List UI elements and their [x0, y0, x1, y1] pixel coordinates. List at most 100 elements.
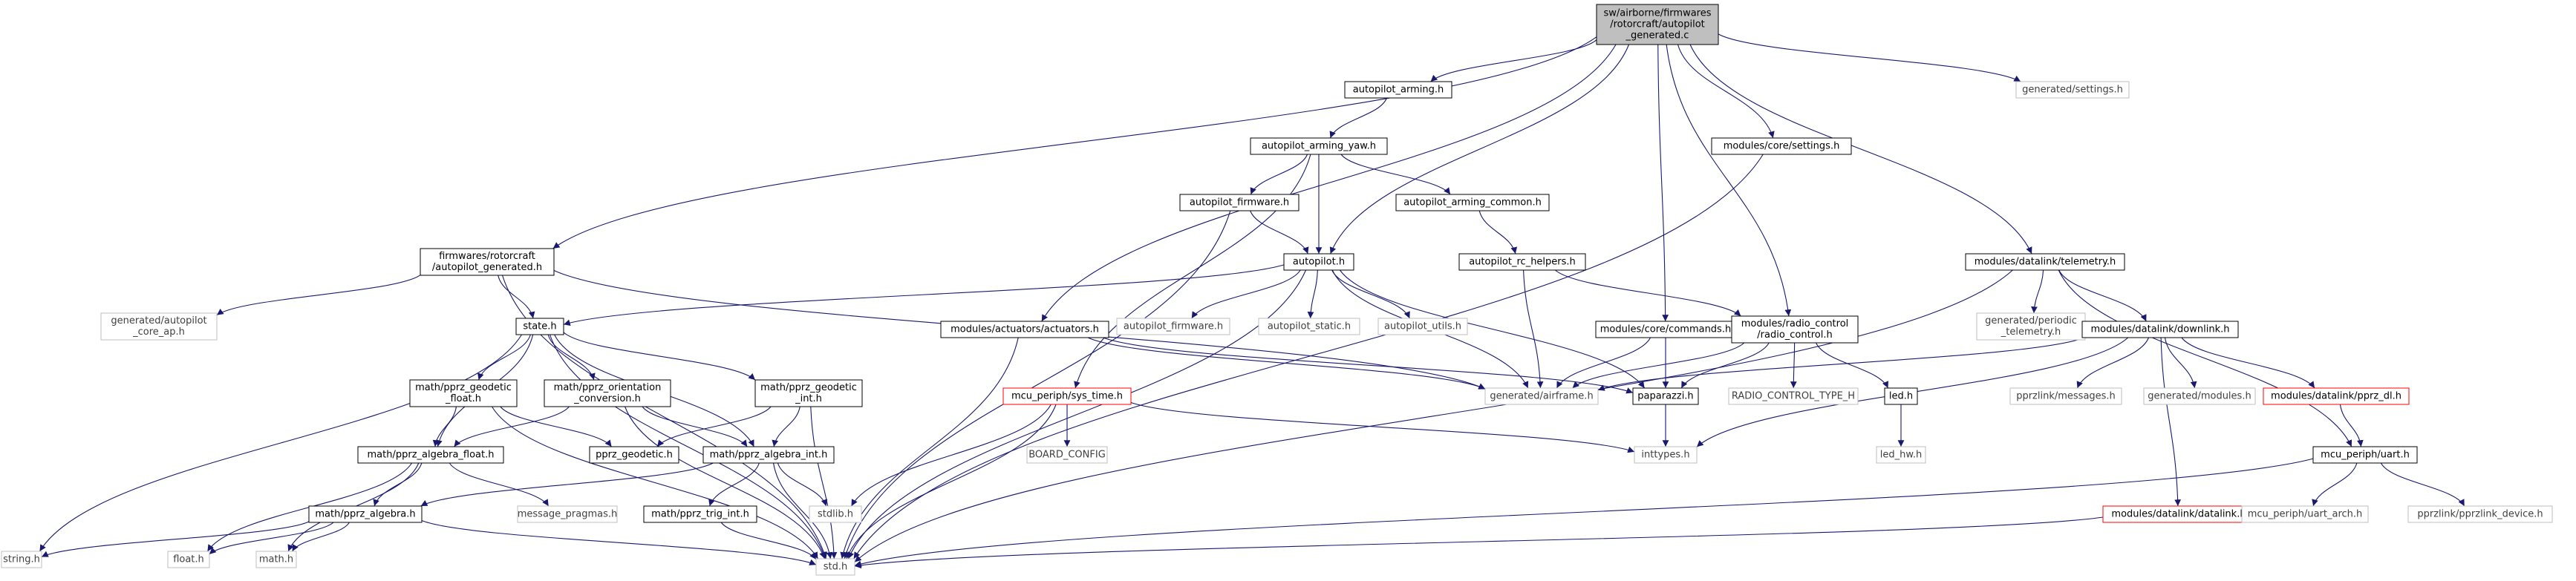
- node-label: float.h: [173, 554, 204, 565]
- graph-node-state[interactable]: state.h: [515, 318, 564, 335]
- node-label: _conversion.h: [573, 393, 641, 404]
- graph-node-arming[interactable]: autopilot_arming.h: [1344, 81, 1452, 99]
- edge-downlink-to-pprz_dl: [2181, 337, 2315, 389]
- graph-node-message-pragmas[interactable]: message_pragmas.h: [517, 505, 618, 523]
- graph-node-rc-type[interactable]: RADIO_CONTROL_TYPE_H: [1728, 387, 1859, 405]
- graph-node-orientation[interactable]: math/pprz_orientation_conversion.h: [544, 379, 671, 407]
- graph-node-datalink[interactable]: modules/datalink/datalink.h: [2102, 505, 2255, 523]
- graph-node-trig-int[interactable]: math/pprz_trig_int.h: [643, 505, 757, 523]
- graph-node-core-settings[interactable]: modules/core/settings.h: [1711, 137, 1852, 155]
- edge-algebra_int-to-trig_int: [708, 462, 760, 507]
- graph-node-telemetry[interactable]: modules/datalink/telemetry.h: [1965, 253, 2125, 271]
- graph-node-stdlib[interactable]: stdlib.h: [809, 505, 862, 523]
- edge-downlink-to-pprzlink_messages: [2076, 337, 2149, 389]
- graph-node-board-config[interactable]: BOARD_CONFIG: [1026, 446, 1108, 464]
- graph-node-actuators[interactable]: modules/actuators/actuators.h: [940, 321, 1109, 338]
- node-box: [754, 379, 863, 407]
- edge-root-to-actuators: [1041, 44, 1617, 322]
- node-box: [2009, 387, 2122, 405]
- node-box: [1634, 446, 1698, 464]
- graph-node-gen-modules[interactable]: generated/modules.h: [2143, 387, 2256, 405]
- graph-node-autopilot-h[interactable]: autopilot.h: [1283, 253, 1354, 271]
- graph-node-gen-periodic[interactable]: generated/periodic_telemetry.h: [1976, 312, 2086, 341]
- node-label: math/pprz_algebra_float.h: [368, 450, 495, 461]
- graph-node-arming-common[interactable]: autopilot_arming_common.h: [1395, 194, 1550, 211]
- graph-node-float[interactable]: float.h: [167, 551, 210, 568]
- graph-node-ap-firmware-h[interactable]: autopilot_firmware.h: [1179, 194, 1300, 211]
- edge-autopilot_h-to-ap_utils: [1331, 269, 1410, 319]
- graph-node-rc-helpers[interactable]: autopilot_rc_helpers.h: [1458, 253, 1586, 271]
- node-box: [2241, 505, 2369, 523]
- node-box: [1632, 387, 1699, 405]
- graph-node-pprzlink-messages[interactable]: pprzlink/messages.h: [2009, 387, 2122, 405]
- node-box: [544, 379, 671, 407]
- edge-orientation-to-algebra_float: [454, 406, 570, 447]
- graph-node-ap-static[interactable]: autopilot_static.h: [1258, 318, 1360, 335]
- edge-downlink-to-gen_airframe: [1597, 337, 2085, 391]
- edge-algebra-to-float: [209, 522, 334, 555]
- graph-node-radio-control[interactable]: modules/radio_control/radio_control.h: [1731, 315, 1859, 344]
- graph-node-gen-settings[interactable]: generated/settings.h: [2015, 81, 2130, 99]
- graph-node-led-hw[interactable]: led_hw.h: [1876, 446, 1926, 464]
- node-box: [1258, 318, 1360, 335]
- node-box: [420, 248, 555, 276]
- graph-node-root[interactable]: sw/airborne/firmwares/rotorcraft/autopil…: [1596, 4, 1719, 45]
- graph-node-led[interactable]: led.h: [1884, 387, 1918, 405]
- graph-node-pprz-geodetic[interactable]: pprz_geodetic.h: [589, 446, 679, 464]
- graph-node-ap-utils[interactable]: autopilot_utils.h: [1377, 318, 1468, 335]
- edge-algebra_float-to-algebra: [373, 462, 423, 507]
- graph-node-algebra-float[interactable]: math/pprz_algebra_float.h: [357, 446, 504, 464]
- edge-arming_yaw-to-sys_time: [1074, 154, 1311, 389]
- graph-node-algebra-int[interactable]: math/pprz_algebra_int.h: [702, 446, 835, 464]
- graph-node-sys-time[interactable]: mcu_periph/sys_time.h: [1002, 387, 1132, 405]
- node-label: math.h: [259, 554, 293, 565]
- node-label: math/pprz_trig_int.h: [651, 509, 749, 520]
- graph-node-paparazzi[interactable]: paparazzi.h: [1632, 387, 1699, 405]
- node-label: paparazzi.h: [1637, 391, 1693, 402]
- node-box: [255, 551, 297, 568]
- edge-autopilot_h-to-state: [563, 264, 1285, 326]
- graph-node-algebra[interactable]: math/pprz_algebra.h: [308, 505, 423, 523]
- node-label: message_pragmas.h: [518, 509, 618, 520]
- graph-node-pprz-dl[interactable]: modules/datalink/pprz_dl.h: [2263, 387, 2410, 405]
- graph-node-uart-arch[interactable]: mcu_periph/uart_arch.h: [2241, 505, 2369, 523]
- graph-node-inttypes[interactable]: inttypes.h: [1634, 446, 1698, 464]
- graph-node-std[interactable]: std.h: [815, 558, 855, 576]
- graph-node-commands[interactable]: modules/core/commands.h: [1595, 321, 1736, 338]
- edge-root-to-radio_control: [1666, 44, 1792, 317]
- node-label: generated/periodic: [1985, 315, 2077, 326]
- graph-node-pprzlink-device[interactable]: pprzlink/pprzlink_device.h: [2407, 505, 2553, 523]
- graph-node-gen-airframe[interactable]: generated/airframe.h: [1484, 387, 1599, 405]
- node-label: pprzlink/pprzlink_device.h: [2417, 509, 2543, 520]
- node-label: autopilot_firmware.h: [1190, 197, 1289, 209]
- graph-node-uart[interactable]: mcu_periph/uart.h: [2312, 446, 2418, 464]
- graph-node-math[interactable]: math.h: [255, 551, 297, 568]
- graph-node-geodetic-int[interactable]: math/pprz_geodetic_int.h: [754, 379, 863, 407]
- edge-algebra_int-to-std: [773, 462, 833, 559]
- edge-root-to-autopilot_h: [1329, 44, 1630, 255]
- graph-node-ap-gen-h[interactable]: firmwares/rotorcraft/autopilot_generated…: [420, 248, 555, 276]
- edge-actuators-to-gen_airframe: [1087, 337, 1486, 390]
- edge-state-to-std: [549, 334, 826, 559]
- node-box: [702, 446, 835, 464]
- node-label: modules/radio_control: [1741, 318, 1849, 329]
- graph-node-geodetic-float[interactable]: math/pprz_geodetic_float.h: [409, 379, 518, 407]
- graph-node-arming-yaw[interactable]: autopilot_arming_yaw.h: [1250, 137, 1388, 155]
- edge-pprz_dl-to-uart: [2339, 404, 2364, 447]
- node-box: [2407, 505, 2553, 523]
- node-box: [1377, 318, 1468, 335]
- edge-uart-to-std: [854, 458, 2314, 568]
- edge-telemetry-to-std: [854, 269, 2013, 562]
- node-label: math/pprz_geodetic: [415, 382, 512, 393]
- node-box: [1, 551, 42, 568]
- graph-node-string[interactable]: string.h: [1, 551, 42, 568]
- edge-downlink-to-datalink: [2160, 337, 2182, 507]
- graph-node-ap-firmware-gray[interactable]: autopilot_firmware.h: [1116, 318, 1230, 335]
- node-label: inttypes.h: [1641, 450, 1689, 461]
- node-box: [1344, 81, 1452, 99]
- node-box: [1458, 253, 1586, 271]
- graph-node-downlink[interactable]: modules/datalink/downlink.h: [2081, 321, 2239, 338]
- graph-node-gen-core-ap[interactable]: generated/autopilot_core_ap.h: [100, 312, 218, 341]
- node-label: autopilot_firmware.h: [1124, 321, 1223, 332]
- node-label: mcu_periph/uart_arch.h: [2248, 509, 2363, 520]
